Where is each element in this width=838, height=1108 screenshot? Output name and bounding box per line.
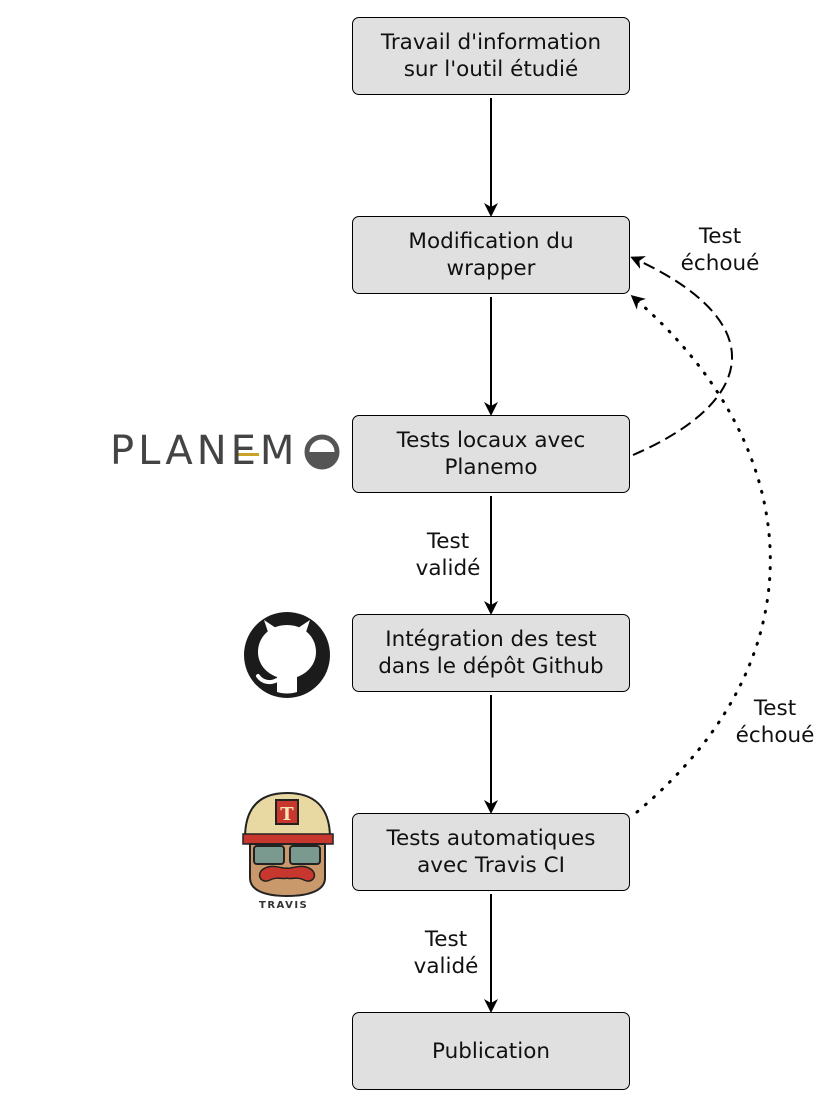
box-information-text: Travail d'information sur l'outil étudié	[380, 30, 602, 82]
github-logo-icon	[244, 612, 330, 698]
label-test-failed-local: Test échoué	[680, 224, 760, 276]
box-publication-text: Publication	[432, 1038, 550, 1064]
label-test-failed-travis: Test échoué	[735, 696, 815, 748]
box-integration-text: Intégration des test dans le dépôt Githu…	[378, 627, 604, 679]
box-modification-text: Modification du wrapper	[408, 229, 574, 281]
box-auto-tests-text: Tests automatiques avec Travis CI	[386, 826, 596, 878]
dashed-arrow-local-failure	[630, 256, 733, 456]
svg-text:T: T	[280, 804, 294, 825]
label-test-validated-1: Test validé	[415, 529, 481, 581]
planemo-logo-icon	[235, 434, 340, 470]
planemo-wordmark: PLANEMO	[110, 428, 298, 474]
box-modification: Modification du wrapper	[352, 216, 630, 294]
box-publication: Publication	[352, 1012, 630, 1090]
label-test-validated-2: Test validé	[413, 927, 479, 979]
travis-wordmark: TRAVIS	[259, 900, 309, 911]
box-information: Travail d'information sur l'outil étudié	[352, 17, 630, 95]
box-auto-tests: Tests automatiques avec Travis CI	[352, 813, 630, 891]
travis-mascot-icon: T	[242, 791, 334, 898]
box-local-tests-text: Tests locaux avec Planemo	[396, 428, 586, 480]
box-integration: Intégration des test dans le dépôt Githu…	[352, 614, 630, 692]
box-local-tests: Tests locaux avec Planemo	[352, 415, 630, 493]
dotted-arrow-travis-failure	[630, 295, 772, 814]
